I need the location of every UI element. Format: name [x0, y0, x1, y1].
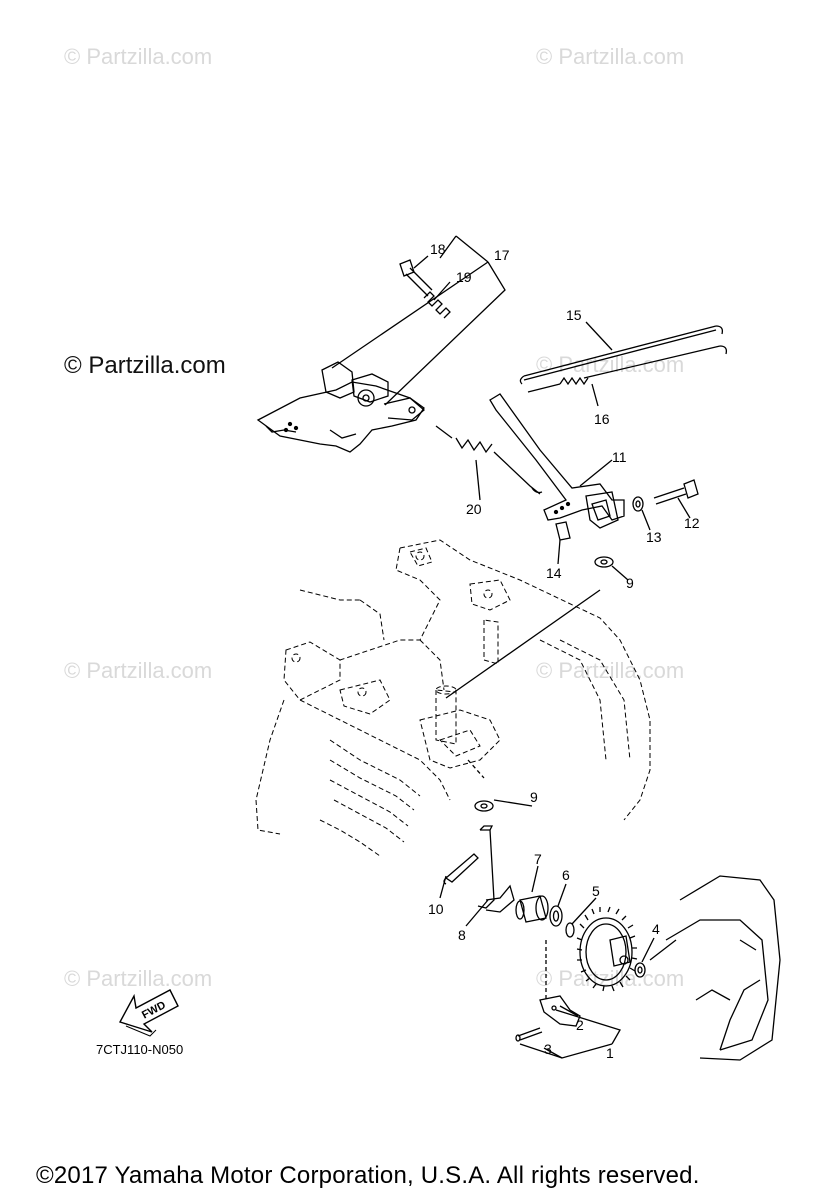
brand-label: © Partzilla.com [64, 352, 226, 379]
callout-18: 18 [430, 241, 446, 257]
callout-11: 11 [612, 449, 627, 465]
clip-part [555, 521, 571, 541]
callout-20: 20 [466, 501, 482, 517]
callout-17: 17 [494, 247, 510, 263]
watermark: © Partzilla.com [64, 658, 213, 683]
watermark: © Partzilla.com [536, 352, 685, 377]
callout-4: 4 [652, 921, 660, 937]
watermark: © Partzilla.com [64, 966, 213, 991]
watermark: © Partzilla.com [536, 966, 685, 991]
control-rod [519, 325, 724, 385]
bolt-part [653, 479, 699, 505]
sleeve-part [515, 895, 549, 923]
callout-12: 12 [684, 515, 700, 531]
watermark: © Partzilla.com [536, 44, 685, 69]
watermark: © Partzilla.com [536, 658, 685, 683]
callout-7: 7 [534, 851, 542, 867]
governor-lever-assembly [256, 361, 426, 453]
callout-9-upper: 9 [626, 575, 634, 591]
governor-gear [576, 906, 638, 992]
callout-10: 10 [428, 901, 444, 917]
ring-part [565, 922, 575, 938]
weight-part [539, 995, 581, 1027]
callout-16: 16 [594, 411, 610, 427]
callout-19: 19 [456, 269, 472, 285]
callout-8: 8 [458, 927, 466, 943]
governor-shaft [477, 825, 515, 913]
crankcase-outline [255, 539, 651, 857]
callout-6: 6 [562, 867, 570, 883]
callout-15: 15 [566, 307, 582, 323]
pin-part [515, 1027, 543, 1042]
washer-part [549, 905, 563, 927]
callout-2: 2 [576, 1017, 584, 1033]
housing-outline [649, 875, 781, 1061]
washer-part [474, 556, 614, 812]
callout-13: 13 [646, 529, 662, 545]
clip-part [443, 853, 479, 885]
callout-14: 14 [546, 565, 562, 581]
governor-lever [489, 393, 625, 529]
washer-part [634, 962, 646, 978]
forward-arrow-icon [118, 989, 179, 1037]
callout-3: 3 [544, 1041, 552, 1057]
leader-lines [331, 235, 691, 1059]
screw-part [399, 259, 433, 297]
washer-part [632, 496, 644, 512]
copyright-notice: ©2017 Yamaha Motor Corporation, U.S.A. A… [36, 1162, 700, 1189]
spring-part [423, 291, 451, 319]
rod-with-spring [527, 345, 728, 393]
watermark: © Partzilla.com [64, 44, 213, 69]
diagram-code: 7CTJ110-N050 [96, 1042, 184, 1057]
callout-9-lower: 9 [530, 789, 538, 805]
callouts: 1 2 3 4 5 6 7 8 9 9 10 11 12 13 14 15 16… [428, 241, 700, 1061]
callout-1: 1 [606, 1045, 614, 1061]
callout-5: 5 [592, 883, 600, 899]
governor-spring [435, 425, 543, 495]
